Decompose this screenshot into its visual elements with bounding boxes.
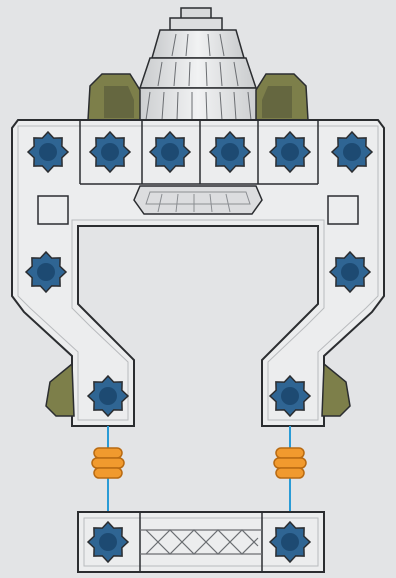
armor-plate-lower-left xyxy=(46,364,74,416)
armor-plate-top-left xyxy=(88,74,140,120)
underslung-pod xyxy=(134,186,262,214)
left-spring-icon xyxy=(92,448,124,478)
right-spring-icon xyxy=(274,448,306,478)
hub-top-6-octagonal-star-hub-icon xyxy=(332,132,372,172)
notch-left xyxy=(38,196,68,224)
armor-plate-top-right xyxy=(256,74,308,120)
right-coupler xyxy=(274,426,306,512)
dome-tier-2 xyxy=(152,30,244,58)
hub-top-4-octagonal-star-hub-icon xyxy=(210,132,250,172)
hub-top-2-octagonal-star-hub-icon xyxy=(90,132,130,172)
hub-side-left-octagonal-star-hub-icon xyxy=(26,252,66,292)
dome-tier-3 xyxy=(140,58,256,88)
dome-base xyxy=(134,88,262,122)
hub-side-right-octagonal-star-hub-icon xyxy=(330,252,370,292)
armor-plate-lower-right xyxy=(322,364,350,416)
notch-right xyxy=(328,196,358,224)
hub-lower-right-octagonal-star-hub-icon xyxy=(270,376,310,416)
left-coupler xyxy=(92,426,124,512)
hub-top-1-octagonal-star-hub-icon xyxy=(28,132,68,172)
reactor-dome xyxy=(134,8,262,122)
hub-top-5-octagonal-star-hub-icon xyxy=(270,132,310,172)
hub-top-3-octagonal-star-hub-icon xyxy=(150,132,190,172)
hub-lower-left-octagonal-star-hub-icon xyxy=(88,376,128,416)
hub-bottom-right-octagonal-star-hub-icon xyxy=(270,522,310,562)
dome-tier-1 xyxy=(170,18,222,30)
hub-bottom-left-octagonal-star-hub-icon xyxy=(88,522,128,562)
